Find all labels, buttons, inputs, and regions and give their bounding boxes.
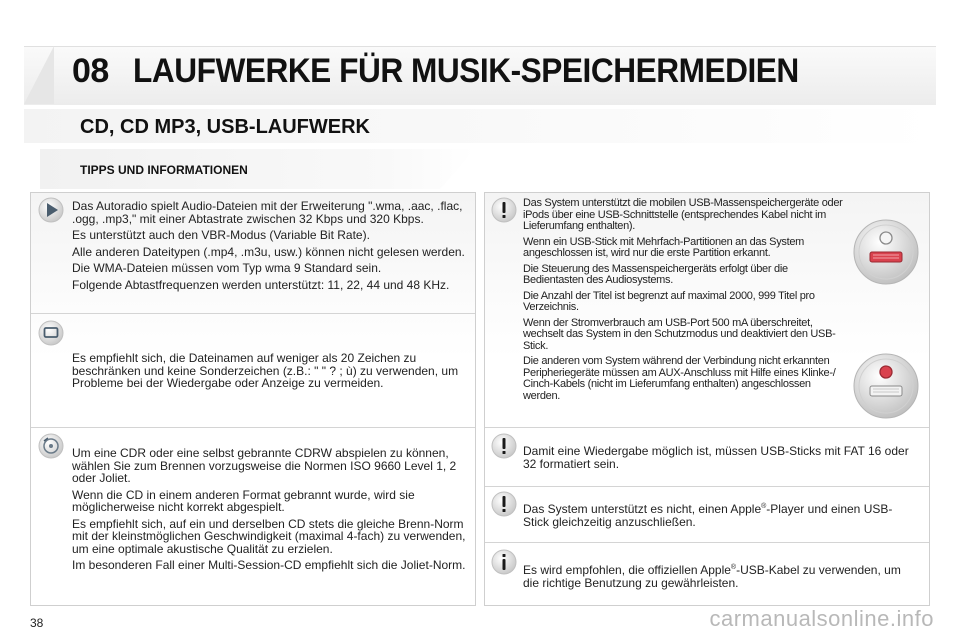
left-block-2: Es empfiehlt sich, die Dateinamen auf we… bbox=[72, 352, 470, 394]
left-block-1-line-2: Es unterstützt auch den VBR-Modus (Varia… bbox=[72, 228, 370, 242]
section-title: CD, CD MP3, USB-LAUFWERK bbox=[80, 116, 370, 138]
right-block-4: Es wird empfohlen, die offiziellen Apple… bbox=[523, 564, 918, 589]
right-block-2: Damit eine Wiedergabe möglich ist, müsse… bbox=[523, 444, 909, 471]
left-block-1: Das Autoradio spielt Audio-Dateien mit d… bbox=[72, 200, 470, 295]
right-block-4-text-a: Es wird empfohlen, die offiziellen Apple bbox=[523, 563, 731, 577]
warning-icon bbox=[491, 197, 517, 223]
left-block-1-line-4: Die WMA-Dateien müssen vom Typ wma 9 Sta… bbox=[72, 261, 382, 275]
header-corner-decoration bbox=[24, 46, 54, 104]
left-separator-1 bbox=[31, 313, 475, 314]
section-band bbox=[24, 109, 936, 143]
right-separator-1 bbox=[485, 427, 929, 428]
left-block-3-line-2: Wenn die CD in einem anderen Format gebr… bbox=[72, 487, 415, 514]
right-block-1: Das System unterstützt die mobilen USB-M… bbox=[523, 197, 845, 406]
right-block-3-text-a: Das System unterstützt es nicht, einen A… bbox=[523, 502, 762, 516]
left-block-1-line-5: Folgende Abtastfrequenzen werden unterst… bbox=[72, 277, 450, 292]
right-block-4-text-b: -USB-Kabel zu verwenden, um die richtige… bbox=[523, 563, 901, 590]
usb-port-icon bbox=[852, 352, 920, 420]
chapter-title: LAUFWERKE FÜR MUSIK-SPEICHERMEDIEN bbox=[133, 52, 799, 90]
play-icon bbox=[38, 197, 64, 223]
page-number: 38 bbox=[30, 616, 44, 630]
info-icon bbox=[491, 549, 517, 575]
watermark: carmanualsonline.info bbox=[709, 606, 934, 631]
right-block-1-line-5: Wenn der Stromverbrauch am USB-Port 500 … bbox=[523, 316, 836, 352]
chapter-header-band bbox=[24, 46, 936, 105]
left-block-3-line-3: Es empfiehlt sich, auf ein und derselben… bbox=[72, 516, 466, 556]
chapter-number: 08 bbox=[72, 52, 109, 90]
warning-icon bbox=[491, 491, 517, 517]
registered-mark: ® bbox=[761, 503, 767, 510]
screen-icon bbox=[38, 320, 64, 346]
left-panel bbox=[30, 192, 476, 606]
left-block-1-line-1: Das Autoradio spielt Audio-Dateien mit d… bbox=[72, 199, 463, 226]
right-block-3-text-b: -Player und einen USB-Stick gleichzeitig… bbox=[523, 502, 893, 529]
left-separator-2 bbox=[31, 427, 475, 428]
left-block-2-line-1: Es empfiehlt sich, die Dateinamen auf we… bbox=[72, 351, 459, 390]
left-block-3-line-1: Um eine CDR oder eine selbst gebrannte C… bbox=[72, 446, 457, 485]
subsection-title: TIPPS UND INFORMATIONEN bbox=[80, 163, 248, 177]
right-separator-2 bbox=[485, 486, 929, 487]
right-block-1-line-1: Das System unterstützt die mobilen USB-M… bbox=[523, 197, 843, 232]
left-block-1-line-3: Alle anderen Dateitypen (.mp4, .m3u, usw… bbox=[72, 244, 465, 259]
registered-mark: ® bbox=[730, 564, 737, 571]
left-block-3-line-4: Im besonderen Fall einer Multi-Session-C… bbox=[72, 558, 466, 572]
disc-icon bbox=[38, 433, 64, 459]
right-block-1-line-3: Die Steuerung des Massenspeichergeräts e… bbox=[523, 262, 788, 286]
subsection-band bbox=[40, 149, 475, 189]
right-block-1-line-6: Die anderen vom System während der Verbi… bbox=[523, 355, 836, 402]
right-separator-3 bbox=[485, 542, 929, 543]
right-block-3: Das System unterstützt es nicht, einen A… bbox=[523, 503, 918, 528]
right-block-1-line-4: Die Anzahl der Titel ist begrenzt auf ma… bbox=[523, 289, 815, 313]
right-block-1-line-2: Wenn ein USB-Stick mit Mehrfach-Partitio… bbox=[523, 235, 805, 259]
usb-port-icon bbox=[852, 218, 920, 286]
warning-icon bbox=[491, 433, 517, 459]
left-block-3: Um eine CDR oder eine selbst gebrannte C… bbox=[72, 447, 470, 576]
